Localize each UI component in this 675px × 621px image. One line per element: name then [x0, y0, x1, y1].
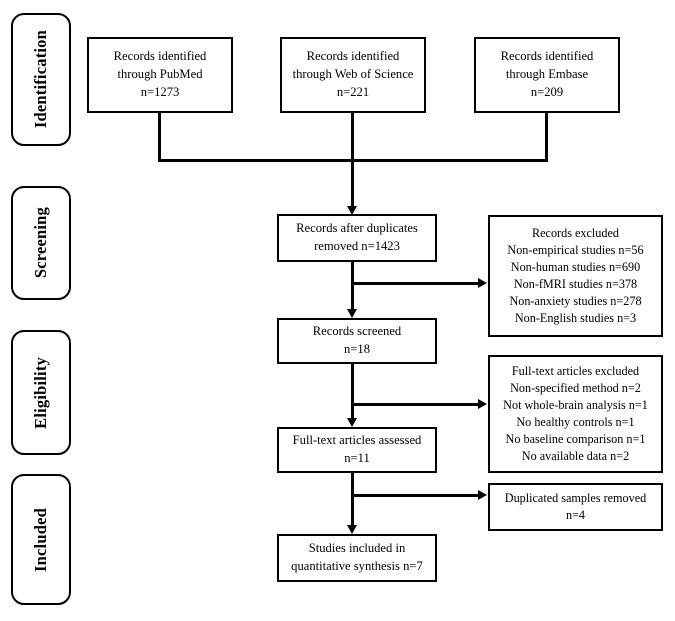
box-records-excluded-item-1: Non-empirical studies n=56	[507, 242, 644, 257]
box-fulltext-assessed-count: n=11	[344, 451, 370, 465]
box-studies-included-line1: Studies included in	[308, 541, 406, 556]
box-records-embase-count: n=209	[530, 84, 564, 99]
connector-branch-records-excluded	[351, 282, 479, 285]
box-fulltext-assessed-line1: Full-text articles assessed	[292, 433, 422, 448]
arrowhead-to-screened	[347, 309, 357, 318]
connector-merge-to-duplicates	[351, 159, 354, 209]
stage-label-identification: Identification	[11, 13, 71, 146]
box-records-after-duplicates-line1: Records after duplicates	[296, 221, 418, 236]
box-duplicated-samples-removed-count: n=4	[565, 508, 586, 522]
arrowhead-fulltext-excluded	[478, 399, 487, 409]
connector-duplicates-to-screened	[351, 262, 354, 310]
arrowhead-records-excluded	[478, 278, 487, 288]
stage-label-eligibility-text: Eligibility	[30, 356, 50, 429]
arrowhead-duplicated-samples	[478, 490, 487, 500]
box-records-after-duplicates: Records after duplicates removed n=1423	[277, 214, 437, 262]
box-records-web-of-science-line1: Records identified	[306, 49, 400, 64]
box-fulltext-excluded-item-1: Non-specified method n=2	[510, 380, 641, 395]
box-fulltext-assessed: Full-text articles assessed n=11	[277, 427, 437, 473]
box-duplicated-samples-removed-line1: Duplicated samples removed	[504, 490, 647, 505]
arrowhead-to-included	[347, 525, 357, 534]
stage-label-eligibility: Eligibility	[11, 330, 71, 455]
connector-embase-stub	[545, 113, 548, 161]
connector-pubmed-stub	[158, 113, 161, 161]
stage-label-identification-text: Identification	[30, 30, 50, 129]
box-fulltext-excluded-item-3: No healthy controls n=1	[516, 415, 635, 429]
box-duplicated-samples-removed: Duplicated samples removed n=4	[488, 483, 663, 531]
box-fulltext-excluded-item-5: No available data n=2	[521, 449, 630, 464]
arrowhead-to-fulltext	[347, 418, 357, 427]
box-records-embase-line1: Records identified	[500, 49, 594, 64]
box-records-excluded-item-4: Non-anxiety studies n=278	[509, 294, 642, 309]
box-records-pubmed-line1: Records identified	[113, 49, 207, 64]
box-records-excluded-item-5: Non-English studies n=3	[514, 311, 637, 326]
box-fulltext-excluded-item-2: Not whole-brain analysis n=1	[503, 397, 648, 412]
box-records-screened-line1: Records screened	[312, 324, 402, 339]
stage-label-included-text: Included	[30, 507, 50, 572]
box-fulltext-excluded-header: Full-text articles excluded	[511, 363, 640, 378]
connector-fulltext-to-included	[351, 473, 354, 526]
connector-branch-duplicated-samples	[351, 494, 479, 497]
box-fulltext-excluded-item-4: No baseline comparison n=1	[505, 432, 646, 447]
box-records-pubmed-line2: through PubMed	[117, 67, 203, 82]
box-studies-included: Studies included in quantitative synthes…	[277, 534, 437, 582]
connector-branch-fulltext-excluded	[351, 403, 479, 406]
stage-label-included: Included	[11, 474, 71, 605]
box-records-excluded-item-3: Non-fMRI studies n=378	[513, 277, 638, 291]
stage-label-screening: Screening	[11, 186, 71, 300]
box-records-screened-count: n=18	[344, 342, 370, 356]
box-records-screened: Records screened n=18	[277, 318, 437, 364]
box-records-embase-line2: through Embase	[505, 67, 589, 82]
connector-screened-to-fulltext	[351, 364, 354, 419]
box-fulltext-excluded: Full-text articles excluded Non-specifie…	[488, 355, 663, 473]
box-records-web-of-science-line2: through Web of Science	[292, 67, 414, 82]
box-records-excluded-header: Records excluded	[532, 225, 619, 240]
box-studies-included-line2: quantitative synthesis n=7	[291, 559, 423, 573]
box-records-embase: Records identified through Embase n=209	[474, 37, 620, 113]
arrowhead-to-duplicates	[347, 206, 357, 215]
box-records-web-of-science: Records identified through Web of Scienc…	[280, 37, 426, 113]
connector-wos-stub	[351, 113, 354, 161]
box-records-pubmed-count: n=1273	[140, 84, 180, 99]
box-records-excluded: Records excluded Non-empirical studies n…	[488, 215, 663, 337]
box-records-after-duplicates-line2: removed n=1423	[314, 239, 400, 253]
box-records-excluded-item-2: Non-human studies n=690	[510, 259, 641, 274]
box-records-pubmed: Records identified through PubMed n=1273	[87, 37, 233, 113]
box-records-web-of-science-count: n=221	[336, 84, 370, 99]
stage-label-screening-text: Screening	[30, 207, 50, 279]
